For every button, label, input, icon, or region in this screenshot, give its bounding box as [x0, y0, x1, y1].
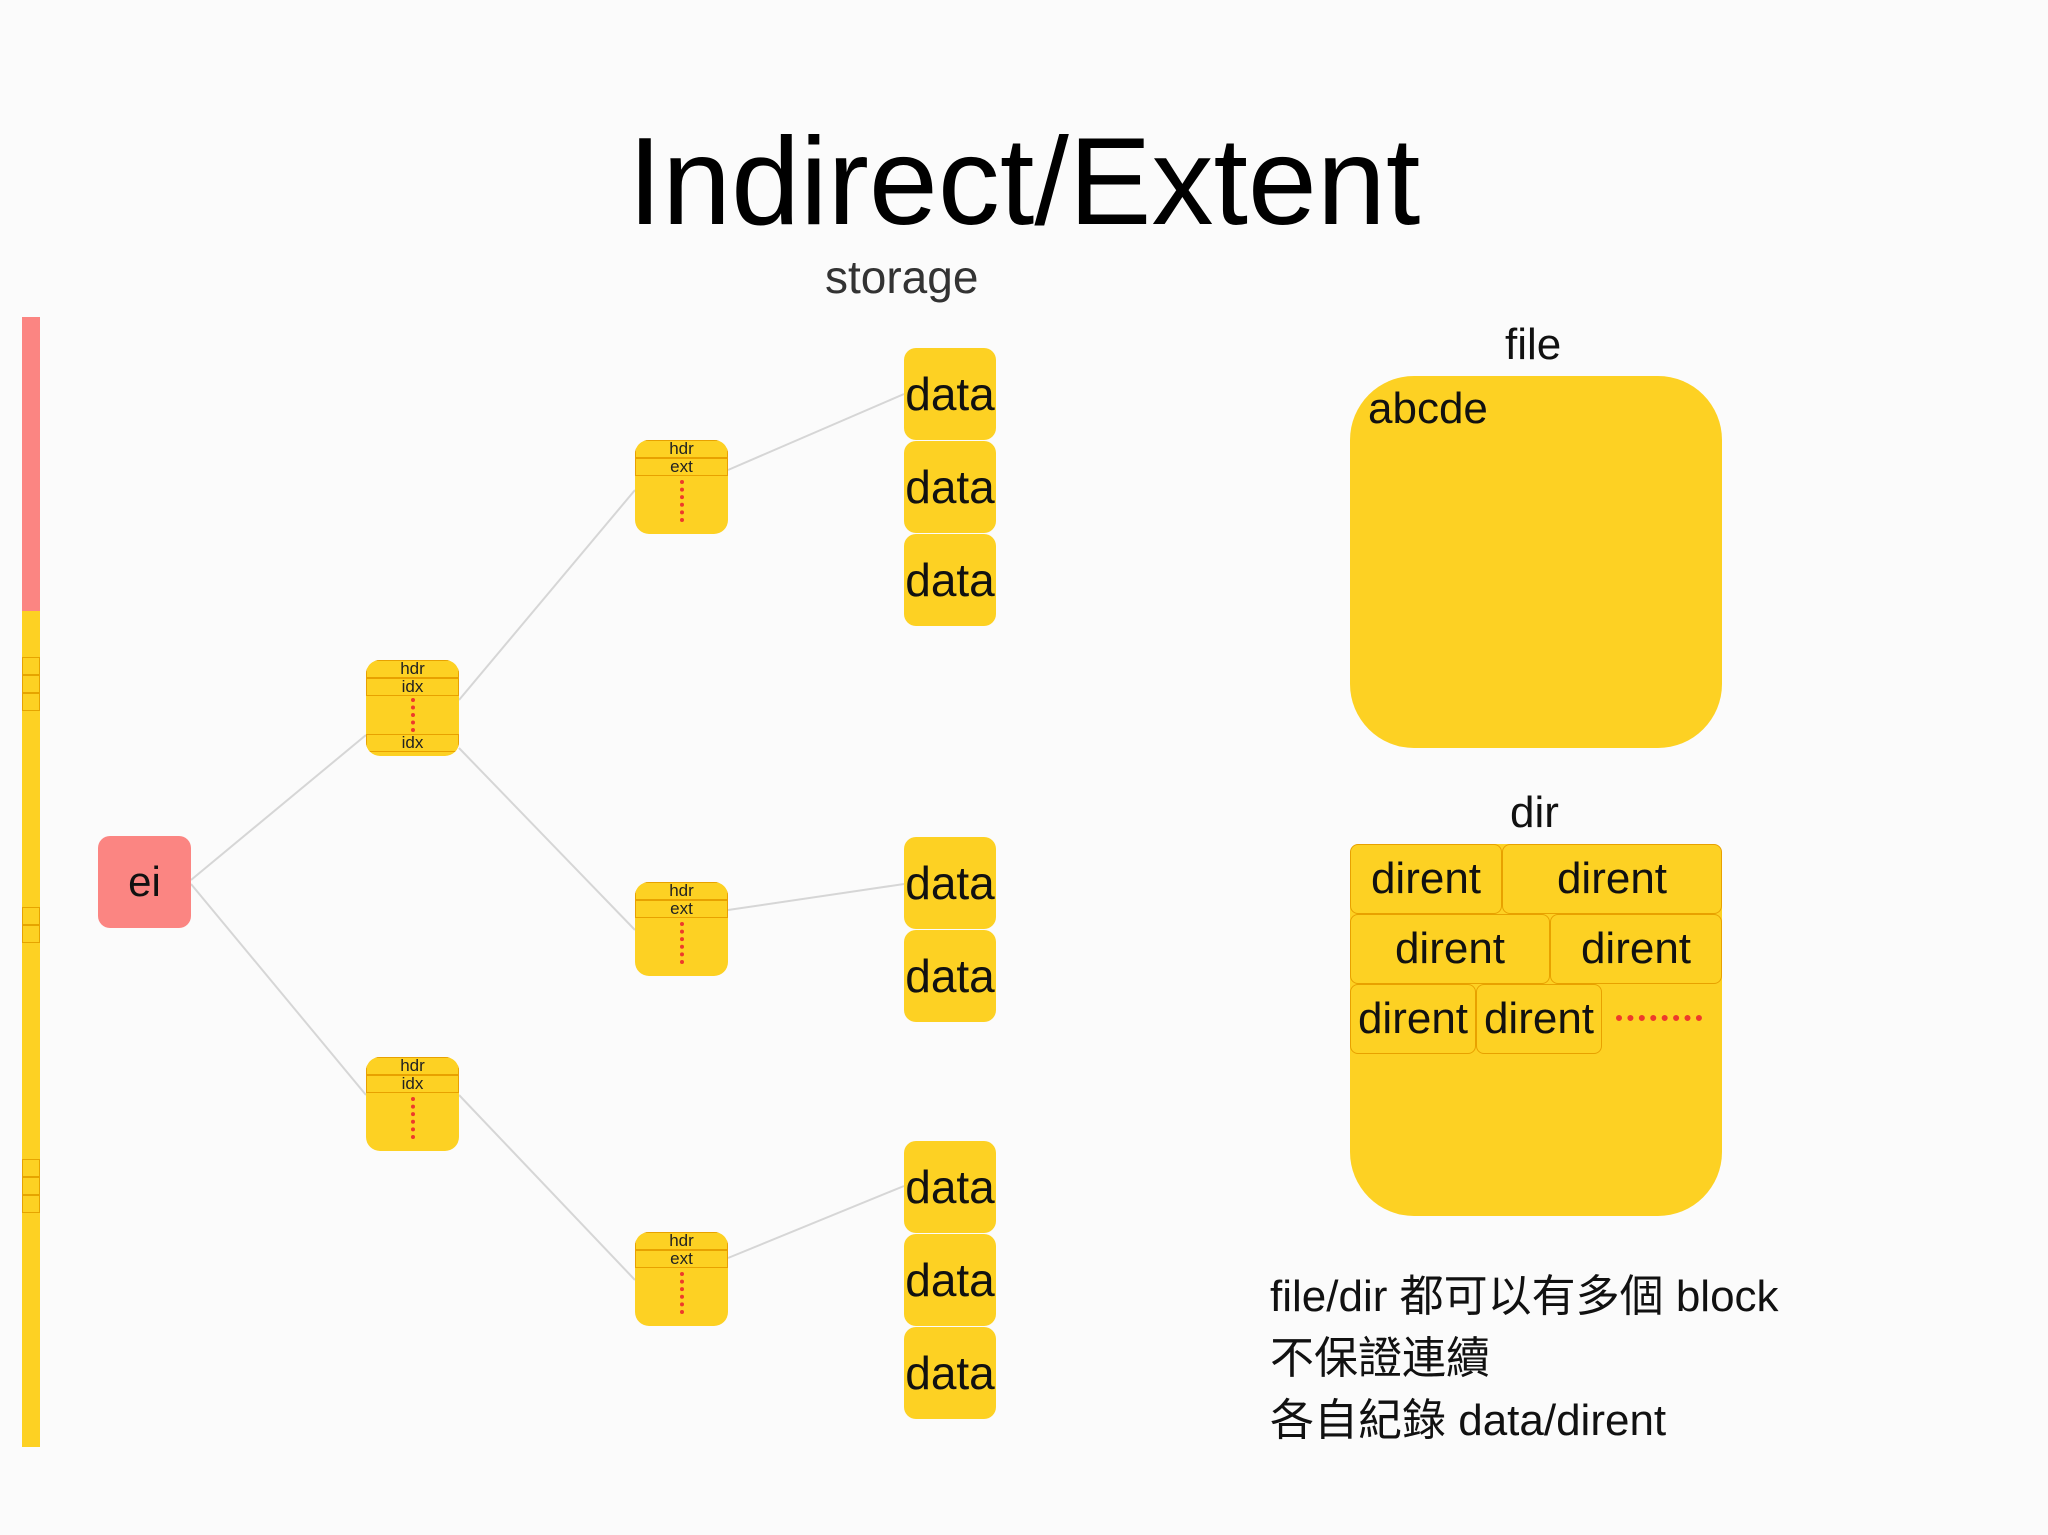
data-block: data — [904, 441, 996, 533]
notes: file/dir 都可以有多個 block 不保證連續 各自紀錄 data/di… — [1270, 1266, 1779, 1452]
data-block: data — [904, 837, 996, 929]
continuation-dots — [680, 1272, 684, 1314]
dir-caption: dir — [1510, 788, 1559, 837]
continuation-dots — [411, 698, 415, 732]
note-line: file/dir 都可以有多個 block — [1270, 1272, 1779, 1321]
link-extent1-data — [727, 393, 905, 471]
storage-block-marker — [22, 1195, 40, 1213]
storage-label: storage — [825, 251, 979, 303]
dirent-entry: dirent — [1350, 844, 1502, 914]
dirent-entry: dirent — [1350, 914, 1550, 984]
block-row-hdr: hdr — [635, 440, 728, 458]
slide-title: Indirect/Extent — [627, 113, 1421, 251]
link-index1-extent2 — [458, 747, 636, 931]
data-block: data — [904, 1234, 996, 1326]
note-line: 各自紀錄 data/dirent — [1270, 1396, 1667, 1445]
block-row-hdr: hdr — [635, 882, 728, 900]
block-row-ext: ext — [635, 900, 728, 918]
file-caption: file — [1505, 320, 1562, 369]
extent-inode-root: ei — [98, 836, 191, 928]
file-block: abcde — [1350, 376, 1722, 748]
dir-block: dirent dirent dirent dirent dirent diren… — [1350, 844, 1722, 1216]
continuation-dots — [1616, 1015, 1702, 1021]
storage-block-marker — [22, 693, 40, 711]
link-ei-index1 — [190, 734, 367, 881]
link-ei-index2 — [190, 883, 367, 1096]
continuation-dots — [680, 922, 684, 964]
continuation-dots — [411, 1097, 415, 1139]
storage-block-marker — [22, 675, 40, 693]
extent-block-3: hdr ext — [635, 1232, 728, 1326]
link-extent3-data — [727, 1185, 905, 1259]
storage-free-region — [22, 611, 40, 1447]
data-block: data — [904, 1327, 996, 1419]
block-row-idx: idx — [366, 1075, 459, 1093]
continuation-dots — [680, 480, 684, 522]
link-index2-extent3 — [458, 1094, 636, 1281]
block-row-ext: ext — [635, 458, 728, 476]
block-row-idx: idx — [366, 678, 459, 696]
dirent-entry: dirent — [1550, 914, 1722, 984]
data-block: data — [904, 534, 996, 626]
block-row-ext: ext — [635, 1250, 728, 1268]
link-extent2-data — [727, 883, 905, 911]
index-block-2: hdr idx — [366, 1057, 459, 1151]
link-index1-extent1 — [458, 489, 636, 701]
block-row-hdr: hdr — [635, 1232, 728, 1250]
extent-block-2: hdr ext — [635, 882, 728, 976]
storage-block-marker — [22, 657, 40, 675]
index-block-1: hdr idx idx — [366, 660, 459, 756]
storage-block-marker — [22, 925, 40, 943]
storage-bar — [22, 317, 40, 1447]
data-block: data — [904, 1141, 996, 1233]
storage-used-region — [22, 317, 40, 611]
note-line: 不保證連續 — [1270, 1334, 1490, 1383]
extent-block-1: hdr ext — [635, 440, 728, 534]
dirent-entry: dirent — [1476, 984, 1602, 1054]
storage-block-marker — [22, 907, 40, 925]
block-row-hdr: hdr — [366, 1057, 459, 1075]
file-content: abcde — [1368, 384, 1488, 433]
data-block: data — [904, 348, 996, 440]
block-row-idx: idx — [366, 734, 459, 752]
storage-block-marker — [22, 1177, 40, 1195]
storage-block-marker — [22, 1159, 40, 1177]
block-row-hdr: hdr — [366, 660, 459, 678]
dirent-entry: dirent — [1350, 984, 1476, 1054]
data-block: data — [904, 930, 996, 1022]
dirent-entry: dirent — [1502, 844, 1722, 914]
